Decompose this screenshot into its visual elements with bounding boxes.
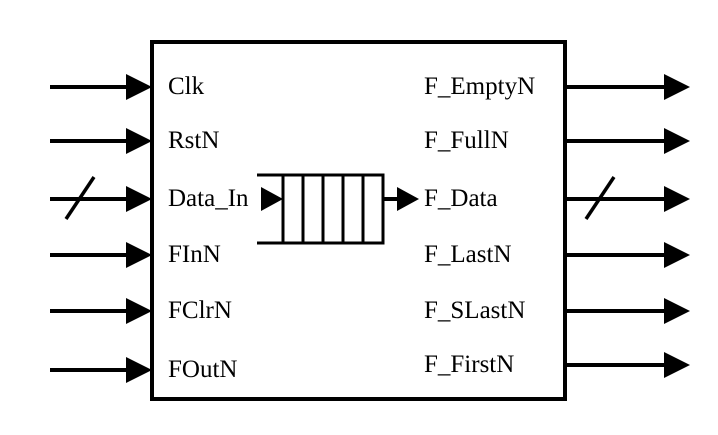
input-wire-arrow-2 bbox=[50, 186, 152, 212]
input-wire-arrow-5 bbox=[50, 357, 152, 383]
output-wire-arrow-3 bbox=[565, 242, 690, 268]
input-label-rstn: RstN bbox=[168, 127, 220, 154]
input-wire-arrow-3-head bbox=[126, 242, 152, 268]
input-wire-arrow-4-head bbox=[126, 298, 152, 324]
data-in-to-fifo-arrow-head bbox=[261, 187, 283, 211]
input-wire-arrow-3 bbox=[50, 242, 152, 268]
input-label-foutn: FOutN bbox=[168, 356, 238, 383]
input-wire-arrow-0-head bbox=[126, 74, 152, 100]
input-wire-arrow-0 bbox=[50, 74, 152, 100]
input-wire-arrow-5-head bbox=[126, 357, 152, 383]
output-wire-arrow-1 bbox=[565, 128, 690, 154]
fifo-register-symbol bbox=[257, 173, 419, 245]
output-wire-arrow-3-head bbox=[664, 242, 690, 268]
input-wire-arrow-1 bbox=[50, 128, 152, 154]
wire-layer bbox=[50, 74, 690, 383]
output-label-f-fulln: F_FullN bbox=[424, 127, 509, 154]
input-bus-slash-2 bbox=[64, 176, 96, 220]
block-outline-layer bbox=[150, 40, 567, 401]
input-wire-arrow-4 bbox=[50, 298, 152, 324]
input-label-fclrn: FClrN bbox=[168, 297, 232, 324]
input-wire-arrow-2-head bbox=[126, 186, 152, 212]
output-wire-arrow-1-head bbox=[664, 128, 690, 154]
fifo-block-outline bbox=[150, 40, 567, 401]
output-label-f-slastn: F_SLastN bbox=[424, 297, 526, 324]
input-label-clk: Clk bbox=[168, 73, 205, 100]
fifo-cells-box bbox=[281, 173, 385, 245]
output-label-f-firstn: F_FirstN bbox=[424, 351, 515, 378]
input-label-data-in: Data_In bbox=[168, 185, 249, 212]
output-wire-arrow-2 bbox=[565, 186, 690, 212]
output-wire-arrow-0-head bbox=[664, 74, 690, 100]
data-in-to-fifo-arrow bbox=[261, 187, 283, 211]
input-wire-arrow-1-head bbox=[126, 128, 152, 154]
output-wire-arrow-5-head bbox=[664, 352, 690, 378]
output-wire-arrow-0 bbox=[565, 74, 690, 100]
output-bus-slash-2 bbox=[584, 176, 616, 220]
output-label-f-lastn: F_LastN bbox=[424, 241, 512, 268]
output-wire-arrow-5 bbox=[565, 352, 690, 378]
output-wire-arrow-4-head bbox=[664, 298, 690, 324]
fifo-to-f-data-arrow bbox=[383, 187, 419, 211]
output-label-f-data: F_Data bbox=[424, 185, 498, 212]
output-wire-arrow-4 bbox=[565, 298, 690, 324]
fifo-to-f-data-arrow-head bbox=[397, 187, 419, 211]
output-wire-arrow-2-head bbox=[664, 186, 690, 212]
output-label-f-emptyn: F_EmptyN bbox=[424, 73, 536, 100]
input-label-finn: FInN bbox=[168, 241, 221, 268]
